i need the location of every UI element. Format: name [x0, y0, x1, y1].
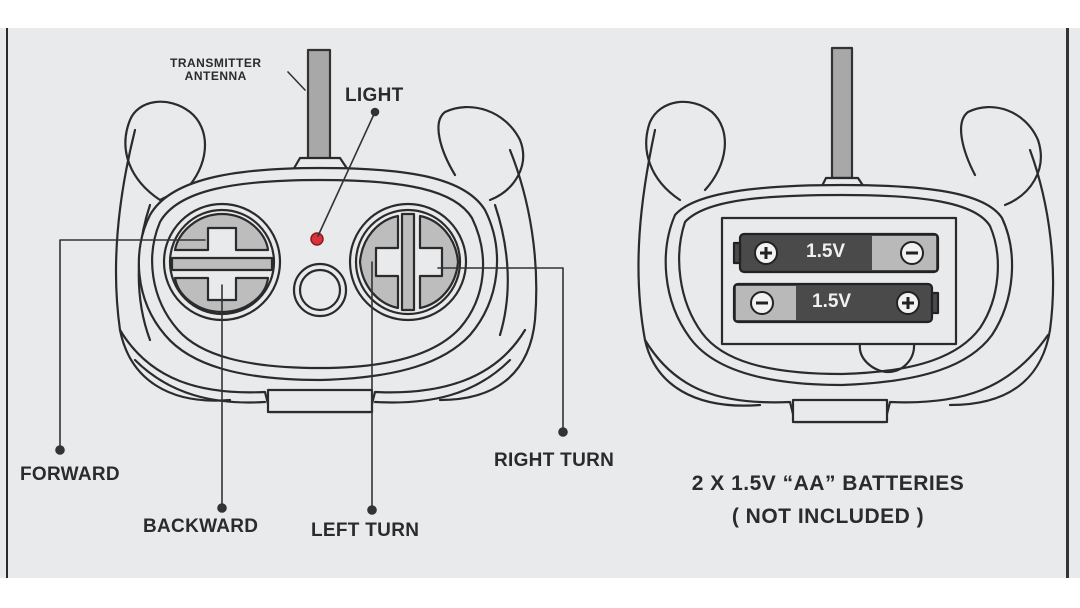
- remote-front: [114, 48, 538, 414]
- callout-lines: [55, 71, 568, 515]
- light-led: [310, 232, 324, 246]
- left-grip-left: [124, 100, 207, 202]
- callout-forward: [59, 239, 206, 451]
- left-turn-button: [358, 214, 400, 310]
- remote-back: [637, 46, 1055, 424]
- left-grip-right: [437, 105, 525, 202]
- center-button: [292, 262, 348, 318]
- label-forward: FORWARD: [20, 464, 120, 485]
- polarity-symbols: [750, 241, 924, 315]
- label-light: LIGHT: [345, 85, 404, 106]
- antenna-left: [306, 48, 332, 162]
- callout-right-turn: [437, 267, 564, 433]
- page-edge-right: [1066, 28, 1069, 578]
- battery-caption-line1: 2 X 1.5V “AA” BATTERIES: [691, 472, 965, 495]
- label-backward: BACKWARD: [143, 516, 259, 537]
- antenna-right: [830, 46, 854, 180]
- callout-light: [317, 111, 376, 237]
- forward-button: [173, 212, 270, 252]
- right-turn-button: [418, 214, 460, 310]
- battery-bottom-voltage: 1.5V: [812, 291, 852, 312]
- callout-antenna: [287, 71, 306, 91]
- page-edge-left: [6, 28, 8, 578]
- label-left-turn: LEFT TURN: [311, 520, 420, 541]
- label-right-turn: RIGHT TURN: [494, 450, 615, 471]
- backward-button: [173, 276, 270, 314]
- battery-top-voltage: 1.5V: [806, 241, 846, 262]
- battery-caption-line2: ( NOT INCLUDED ): [731, 505, 925, 528]
- label-transmitter-antenna: TRANSMITTER ANTENNA: [170, 56, 262, 83]
